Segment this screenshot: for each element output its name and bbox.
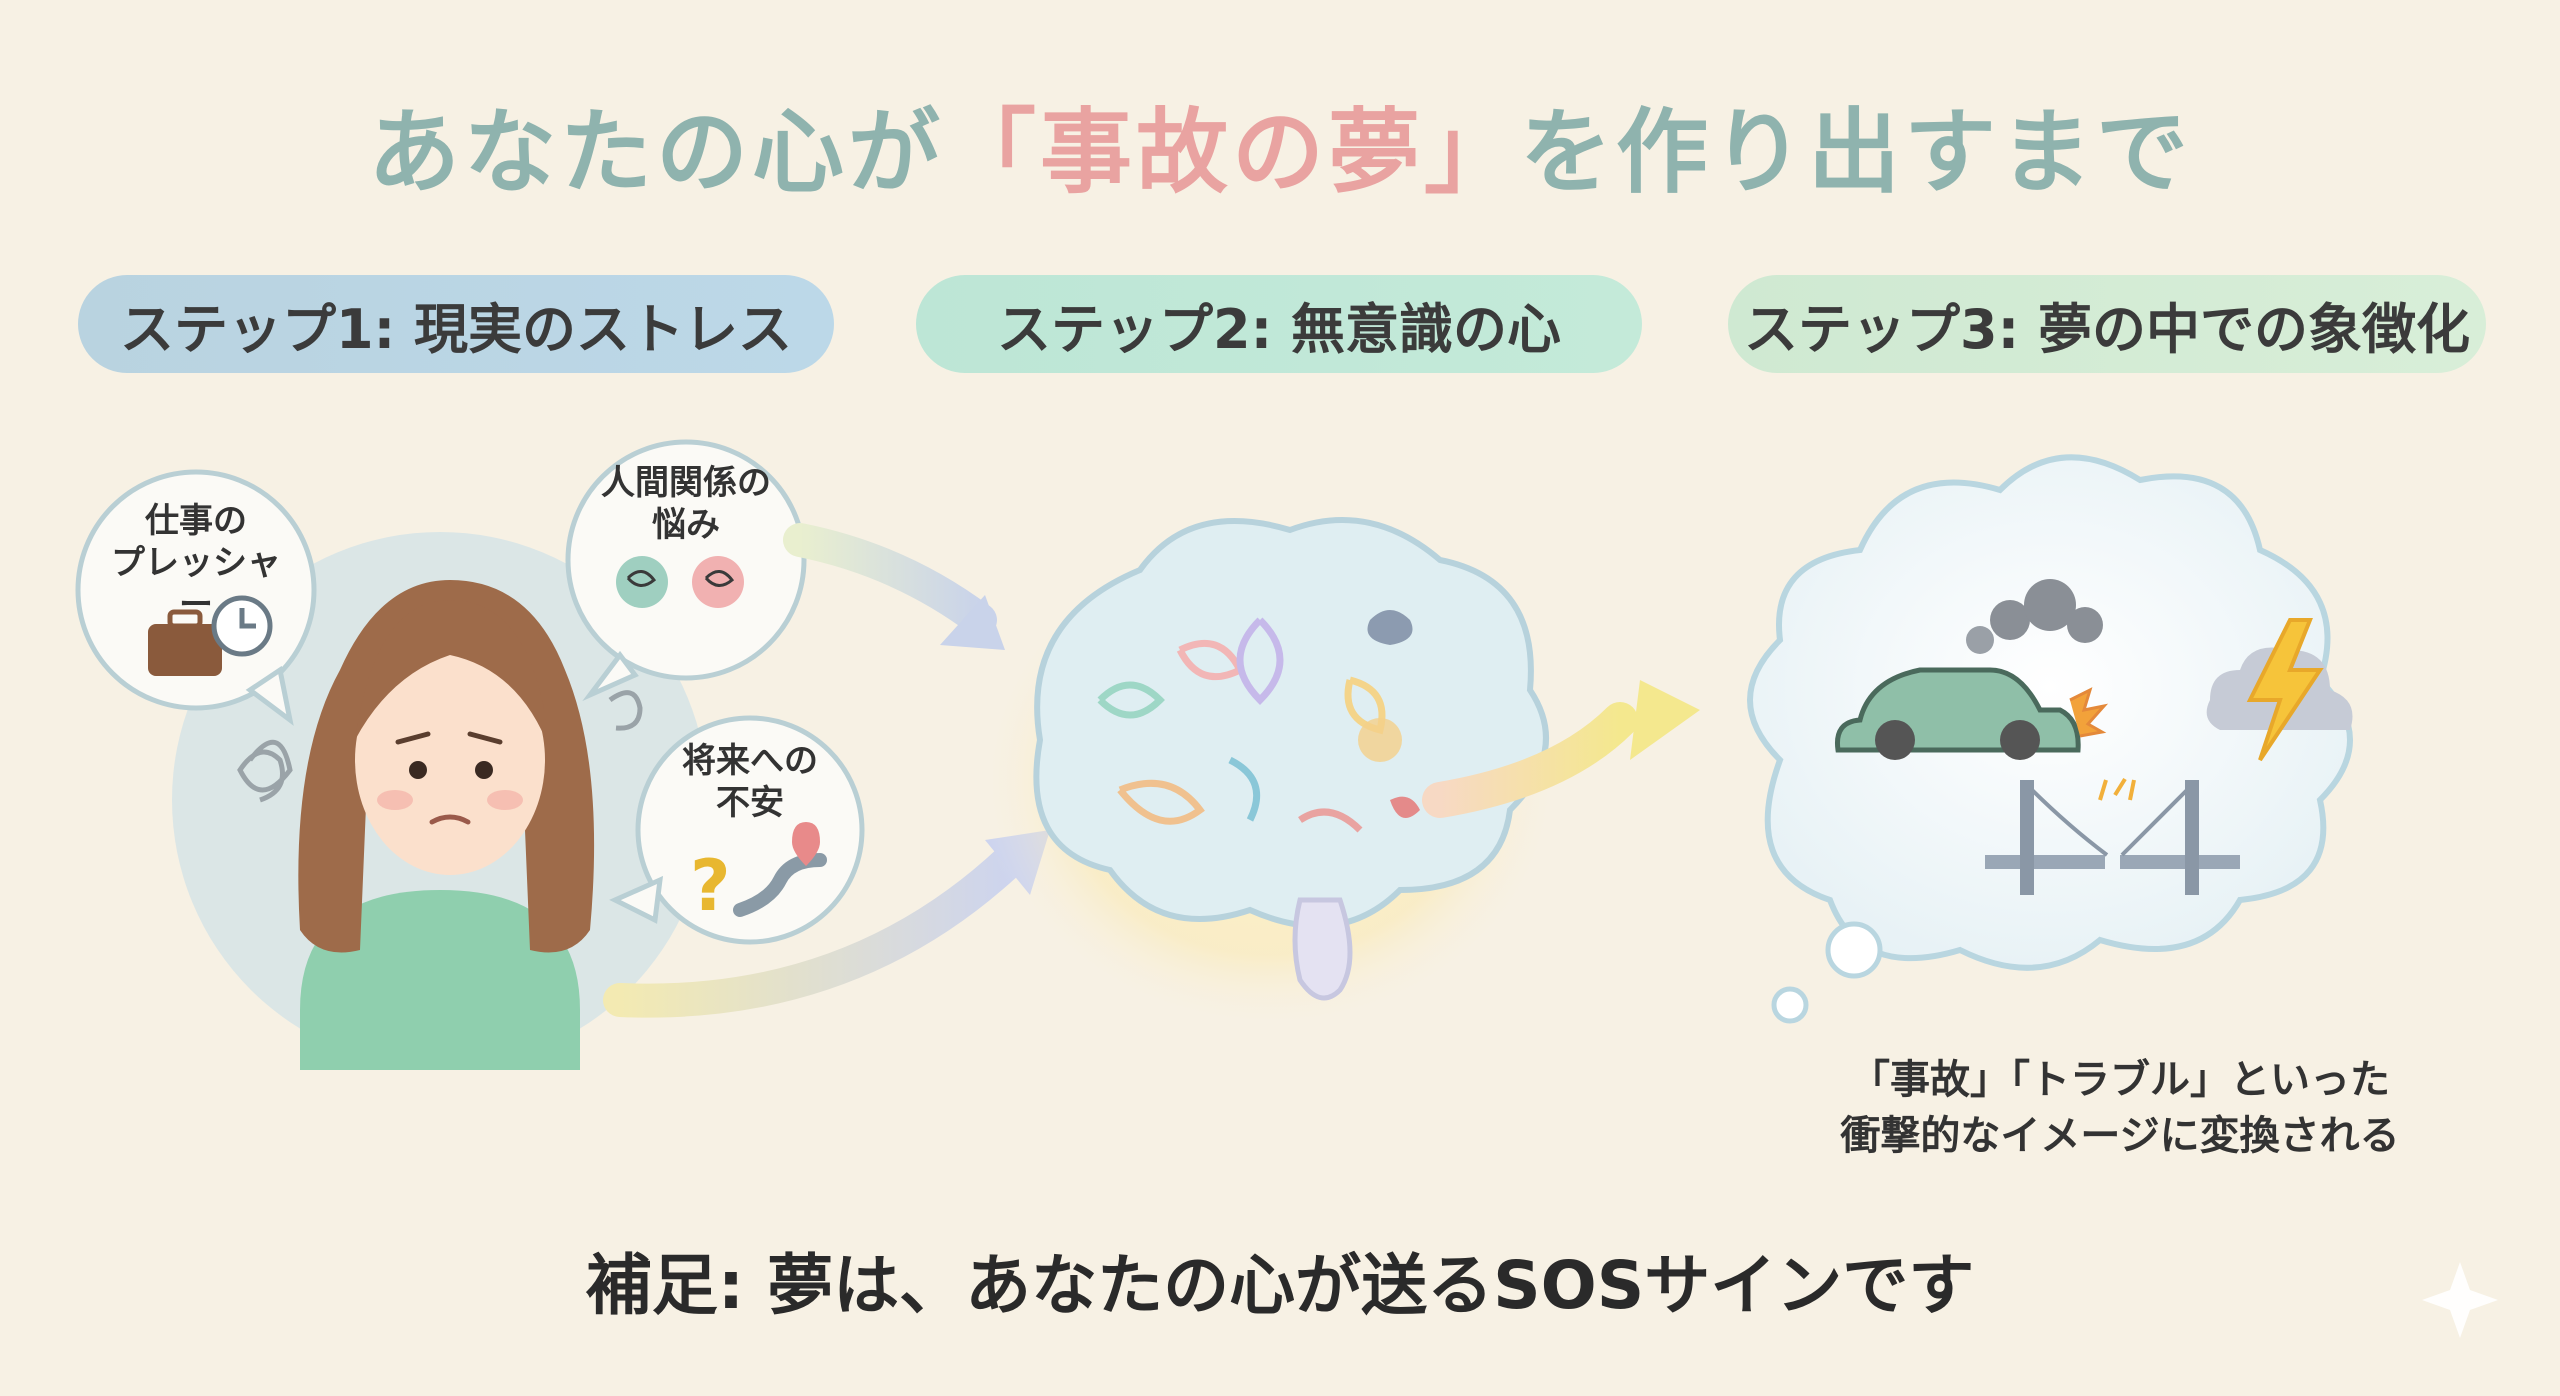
footnote: 補足: 夢は、あなたの心が送るSOSサインです (0, 1232, 2560, 1328)
flow-arrow-to-dream (1422, 702, 1638, 818)
future-anxiety-bubble: ? (609, 715, 865, 945)
dream-caption: 「事故」「トラブル」といった 衝撃的なイメージに変換される (1760, 1052, 2480, 1164)
flow-arrow-top (783, 523, 997, 637)
broken-bridge-icon (1985, 777, 2240, 895)
step-2-pill: ステップ2: 無意識の心 (916, 275, 1642, 373)
work-pressure-text: 仕事の プレッシャー (111, 501, 281, 625)
step-1-label: ステップ1: 現実のストレス (120, 297, 792, 361)
work-pressure-bubble (75, 469, 317, 726)
flow-arrow-to-dream-head (1630, 680, 1700, 760)
sparkle-icon (2422, 1262, 2498, 1338)
step-2-label: ステップ2: 無意識の心 (997, 297, 1561, 361)
step-3-pill: ステップ3: 夢の中での象徴化 (1728, 275, 2486, 373)
step-1-pill: ステップ1: 現実のストレス (78, 275, 834, 373)
work-pressure-label: 仕事の プレッシャー (96, 500, 296, 626)
future-anxiety-text: 将来への 不安 (682, 741, 818, 823)
flow-arrow-top-head (940, 595, 1005, 650)
title-prefix: あなたの心が (367, 99, 944, 206)
step-3-label: ステップ3: 夢の中での象徴化 (1744, 297, 2470, 361)
title-suffix: を作り出すまで (1520, 99, 2193, 206)
lightning-icon (2206, 618, 2353, 762)
brain-illustration (980, 517, 1560, 1030)
title-highlight: 「事故の夢」 (943, 99, 1520, 206)
relationships-bubble (565, 439, 807, 702)
briefcase-icon (148, 624, 222, 676)
relationships-label: 人間関係の 悩み (586, 462, 786, 546)
thought-dot-small (1771, 986, 1809, 1024)
future-anxiety-label: 将来への 不安 (650, 740, 850, 824)
question-mark-icon: ? (690, 845, 731, 927)
worried-person (298, 580, 595, 1070)
map-pin-icon (792, 822, 820, 866)
crashed-car-icon (1834, 667, 2109, 760)
person-head-icon (692, 556, 744, 608)
relationships-text: 人間関係の 悩み (601, 463, 771, 545)
page-title: あなたの心が「事故の夢」を作り出すまで (0, 78, 2560, 211)
flow-arrow-bottom (603, 843, 1027, 1018)
thought-dot-large (1825, 921, 1883, 979)
scribble-mark (237, 739, 293, 803)
person-head-icon (616, 556, 668, 608)
footnote-text: 補足: 夢は、あなたの心が送るSOSサインです (585, 1247, 1975, 1324)
swirl-mark (608, 690, 643, 731)
dream-caption-text: 「事故」「トラブル」といった 衝撃的なイメージに変換される (1840, 1057, 2400, 1159)
dream-cloud (1747, 454, 2353, 1024)
smoke-icon (1966, 579, 2103, 654)
